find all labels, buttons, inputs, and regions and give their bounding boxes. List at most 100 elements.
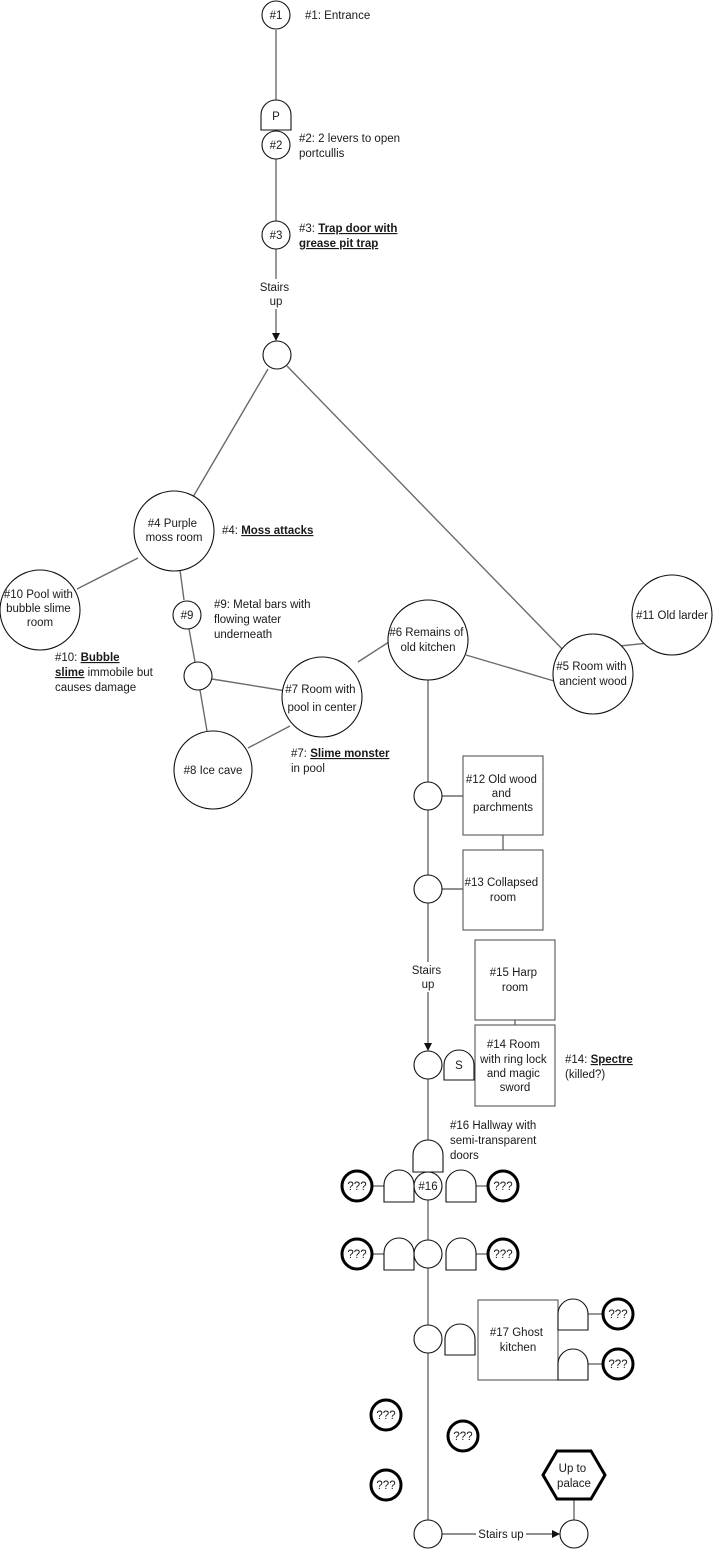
annotation-segment: in pool xyxy=(291,763,325,775)
palace-exit-label: Up to palace xyxy=(557,1463,591,1490)
node-15[interactable]: #15 Harp room xyxy=(474,939,556,1021)
annotation-14: #14: Spectre(killed?) xyxy=(565,1054,633,1081)
node-6-label: #6 Remains of old kitchen xyxy=(389,627,466,654)
annotation-segment: Slime monster xyxy=(310,748,390,760)
node-2-label: #2 xyxy=(270,140,283,152)
secret-door[interactable]: S xyxy=(443,1049,475,1081)
annotation-segment: #1: Entrance xyxy=(305,10,370,22)
junction-node-14[interactable] xyxy=(413,1050,443,1080)
arrowhead-junction-top xyxy=(272,333,280,341)
junction-node-bottom[interactable] xyxy=(413,1519,443,1549)
edge-6-5 xyxy=(465,654,555,682)
hallway-door-top[interactable] xyxy=(412,1139,444,1173)
node-2[interactable]: #2 xyxy=(261,130,291,160)
node-12[interactable]: #12 Old wood and parchments xyxy=(462,755,544,836)
unknown-node-hall2-left[interactable]: ??? xyxy=(340,1237,374,1271)
node-6[interactable]: #6 Remains of old kitchen xyxy=(387,599,469,681)
annotation-segment: Moss attacks xyxy=(241,525,313,537)
node-11[interactable]: #11 Old larder xyxy=(631,574,713,656)
doors: P S xyxy=(260,99,589,1381)
ghost-kitchen-door-2[interactable] xyxy=(557,1348,589,1381)
node-10[interactable]: #10 Pool with bubble slime room xyxy=(0,569,81,651)
edge-junction-4 xyxy=(192,368,269,498)
node-13-label: #13 Collapsed room xyxy=(465,877,542,904)
junction-node-12[interactable] xyxy=(413,781,443,811)
node-11-label: #11 Old larder xyxy=(636,610,708,622)
node-10-label: #10 Pool with bubble slime room xyxy=(4,589,76,629)
node-17[interactable]: #17 Ghost kitchen xyxy=(477,1299,559,1381)
edge-label-stairs-up-2: Stairs up xyxy=(412,965,445,991)
node-5-label: #5 Room with ancient wood xyxy=(556,661,630,688)
unknown-node-hall2-right[interactable]: ??? xyxy=(486,1237,520,1271)
edge-junction-5 xyxy=(286,365,569,656)
node-14[interactable]: #14 Room with ring lock and magic sword xyxy=(474,1024,556,1107)
annotation-segment: #14: xyxy=(565,1054,591,1066)
annotation-segment: semi-transparent xyxy=(450,1135,537,1147)
palace-exit-node[interactable]: Up to palace xyxy=(541,1449,607,1501)
node-16[interactable]: #16 xyxy=(413,1171,443,1201)
edge-junction-7 xyxy=(211,678,287,692)
node-5[interactable]: #5 Room with ancient wood xyxy=(552,633,634,715)
edge-4-10 xyxy=(76,557,139,590)
unknown-node-kitchen-2[interactable]: ??? xyxy=(601,1347,635,1381)
node-3[interactable]: #3 xyxy=(261,220,291,250)
node-14-label: #14 Room with ring lock and magic sword xyxy=(479,1039,550,1094)
unknown-node-isolated-1[interactable]: ??? xyxy=(369,1398,403,1432)
edge-labels: Stairs up Stairs up Stairs up xyxy=(255,279,526,1541)
svg-text:???: ??? xyxy=(347,1181,366,1193)
ghost-kitchen-entry-door[interactable] xyxy=(444,1323,476,1356)
unknown-node-hall1-left[interactable]: ??? xyxy=(340,1169,374,1203)
hallway-door-right-2[interactable] xyxy=(445,1237,477,1271)
annotation-segment: #16 Hallway with xyxy=(450,1120,536,1132)
junction-node-west[interactable] xyxy=(183,661,213,691)
svg-text:???: ??? xyxy=(608,1309,627,1321)
hallway-door-left-2[interactable] xyxy=(383,1237,415,1271)
edge-9-junction xyxy=(188,628,196,663)
annotation-segment: (killed?) xyxy=(565,1069,605,1081)
secret-door-label: S xyxy=(455,1060,463,1072)
portcullis-door-label: P xyxy=(272,111,280,123)
unknown-node-kitchen-1[interactable]: ??? xyxy=(601,1297,635,1331)
unknown-node-hall1-right[interactable]: ??? xyxy=(486,1169,520,1203)
junction-node-13[interactable] xyxy=(413,874,443,904)
ghost-kitchen-door-1[interactable] xyxy=(557,1298,589,1331)
node-9[interactable]: #9 xyxy=(172,600,202,630)
annotation-segment: Bubble xyxy=(81,652,120,664)
node-8[interactable]: #8 Ice cave xyxy=(173,730,253,810)
node-3-label: #3 xyxy=(270,230,283,242)
node-17-label: #17 Ghost kitchen xyxy=(490,1327,546,1354)
hallway-door-left-1[interactable] xyxy=(383,1169,415,1203)
node-7-label: #7 Room with pool in center xyxy=(285,684,359,714)
unknown-node-isolated-2[interactable]: ??? xyxy=(446,1419,480,1453)
node-4-label: #4 Purple moss room xyxy=(146,518,203,544)
svg-text:???: ??? xyxy=(453,1431,472,1443)
edge-7-6 xyxy=(357,639,393,663)
svg-text:???: ??? xyxy=(493,1181,512,1193)
annotation-segment: #9: Metal bars with xyxy=(214,599,311,611)
annotation-segment: grease pit trap xyxy=(299,238,378,250)
portcullis-door[interactable]: P xyxy=(260,99,292,131)
junction-node-hall-b[interactable] xyxy=(413,1239,443,1269)
node-7[interactable]: #7 Room with pool in center xyxy=(281,656,363,738)
junction-node-top[interactable] xyxy=(262,340,292,370)
junction-node-palace-stairs[interactable] xyxy=(559,1519,589,1549)
edge-label-stairs-up-3: Stairs up xyxy=(478,1529,523,1541)
annotation-segment: #2: 2 levers to open xyxy=(299,133,400,145)
node-1[interactable]: #1 xyxy=(261,0,291,30)
junction-node-hall-c[interactable] xyxy=(413,1324,443,1354)
hallway-door-right-1[interactable] xyxy=(445,1169,477,1203)
node-13[interactable]: #13 Collapsed room xyxy=(462,849,544,931)
edge-4-9 xyxy=(179,569,185,601)
annotation-segment: Trap door with xyxy=(318,223,397,235)
arrowhead-junction-14 xyxy=(424,1043,432,1051)
unknown-node-isolated-3[interactable]: ??? xyxy=(369,1468,403,1502)
node-4[interactable]: #4 Purple moss room xyxy=(133,490,215,572)
annotation-segment: #10: xyxy=(55,652,81,664)
